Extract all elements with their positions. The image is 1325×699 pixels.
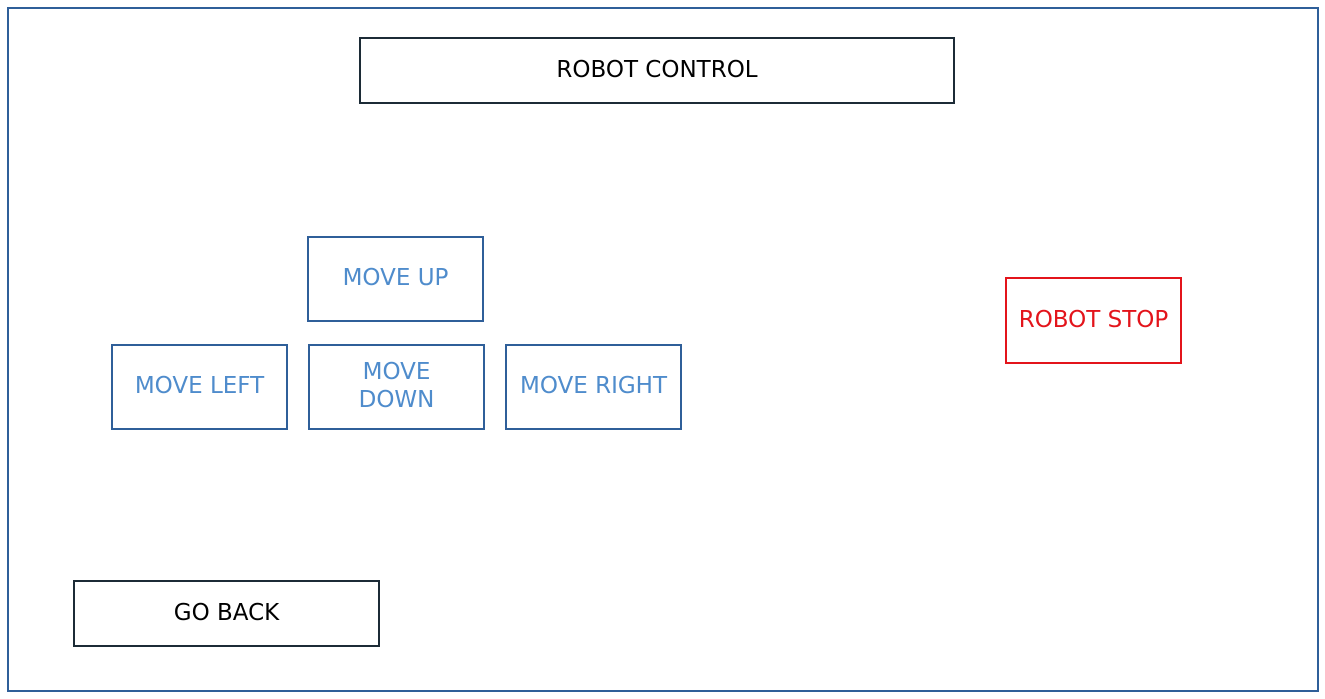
- move-right-label: MOVE RIGHT: [519, 373, 668, 400]
- move-down-button[interactable]: MOVE DOWN: [308, 344, 485, 430]
- move-up-label: MOVE UP: [342, 265, 449, 292]
- page-title-text: ROBOT CONTROL: [556, 56, 758, 83]
- move-left-label: MOVE LEFT: [134, 373, 265, 400]
- go-back-button[interactable]: GO BACK: [73, 580, 380, 647]
- move-up-button[interactable]: MOVE UP: [307, 236, 484, 322]
- move-right-button[interactable]: MOVE RIGHT: [505, 344, 682, 430]
- move-down-label: MOVE DOWN: [358, 359, 435, 413]
- robot-stop-button[interactable]: ROBOT STOP: [1005, 277, 1182, 364]
- go-back-label: GO BACK: [173, 599, 280, 626]
- page-title: ROBOT CONTROL: [359, 37, 955, 104]
- robot-stop-label: ROBOT STOP: [1018, 306, 1169, 333]
- move-left-button[interactable]: MOVE LEFT: [111, 344, 288, 430]
